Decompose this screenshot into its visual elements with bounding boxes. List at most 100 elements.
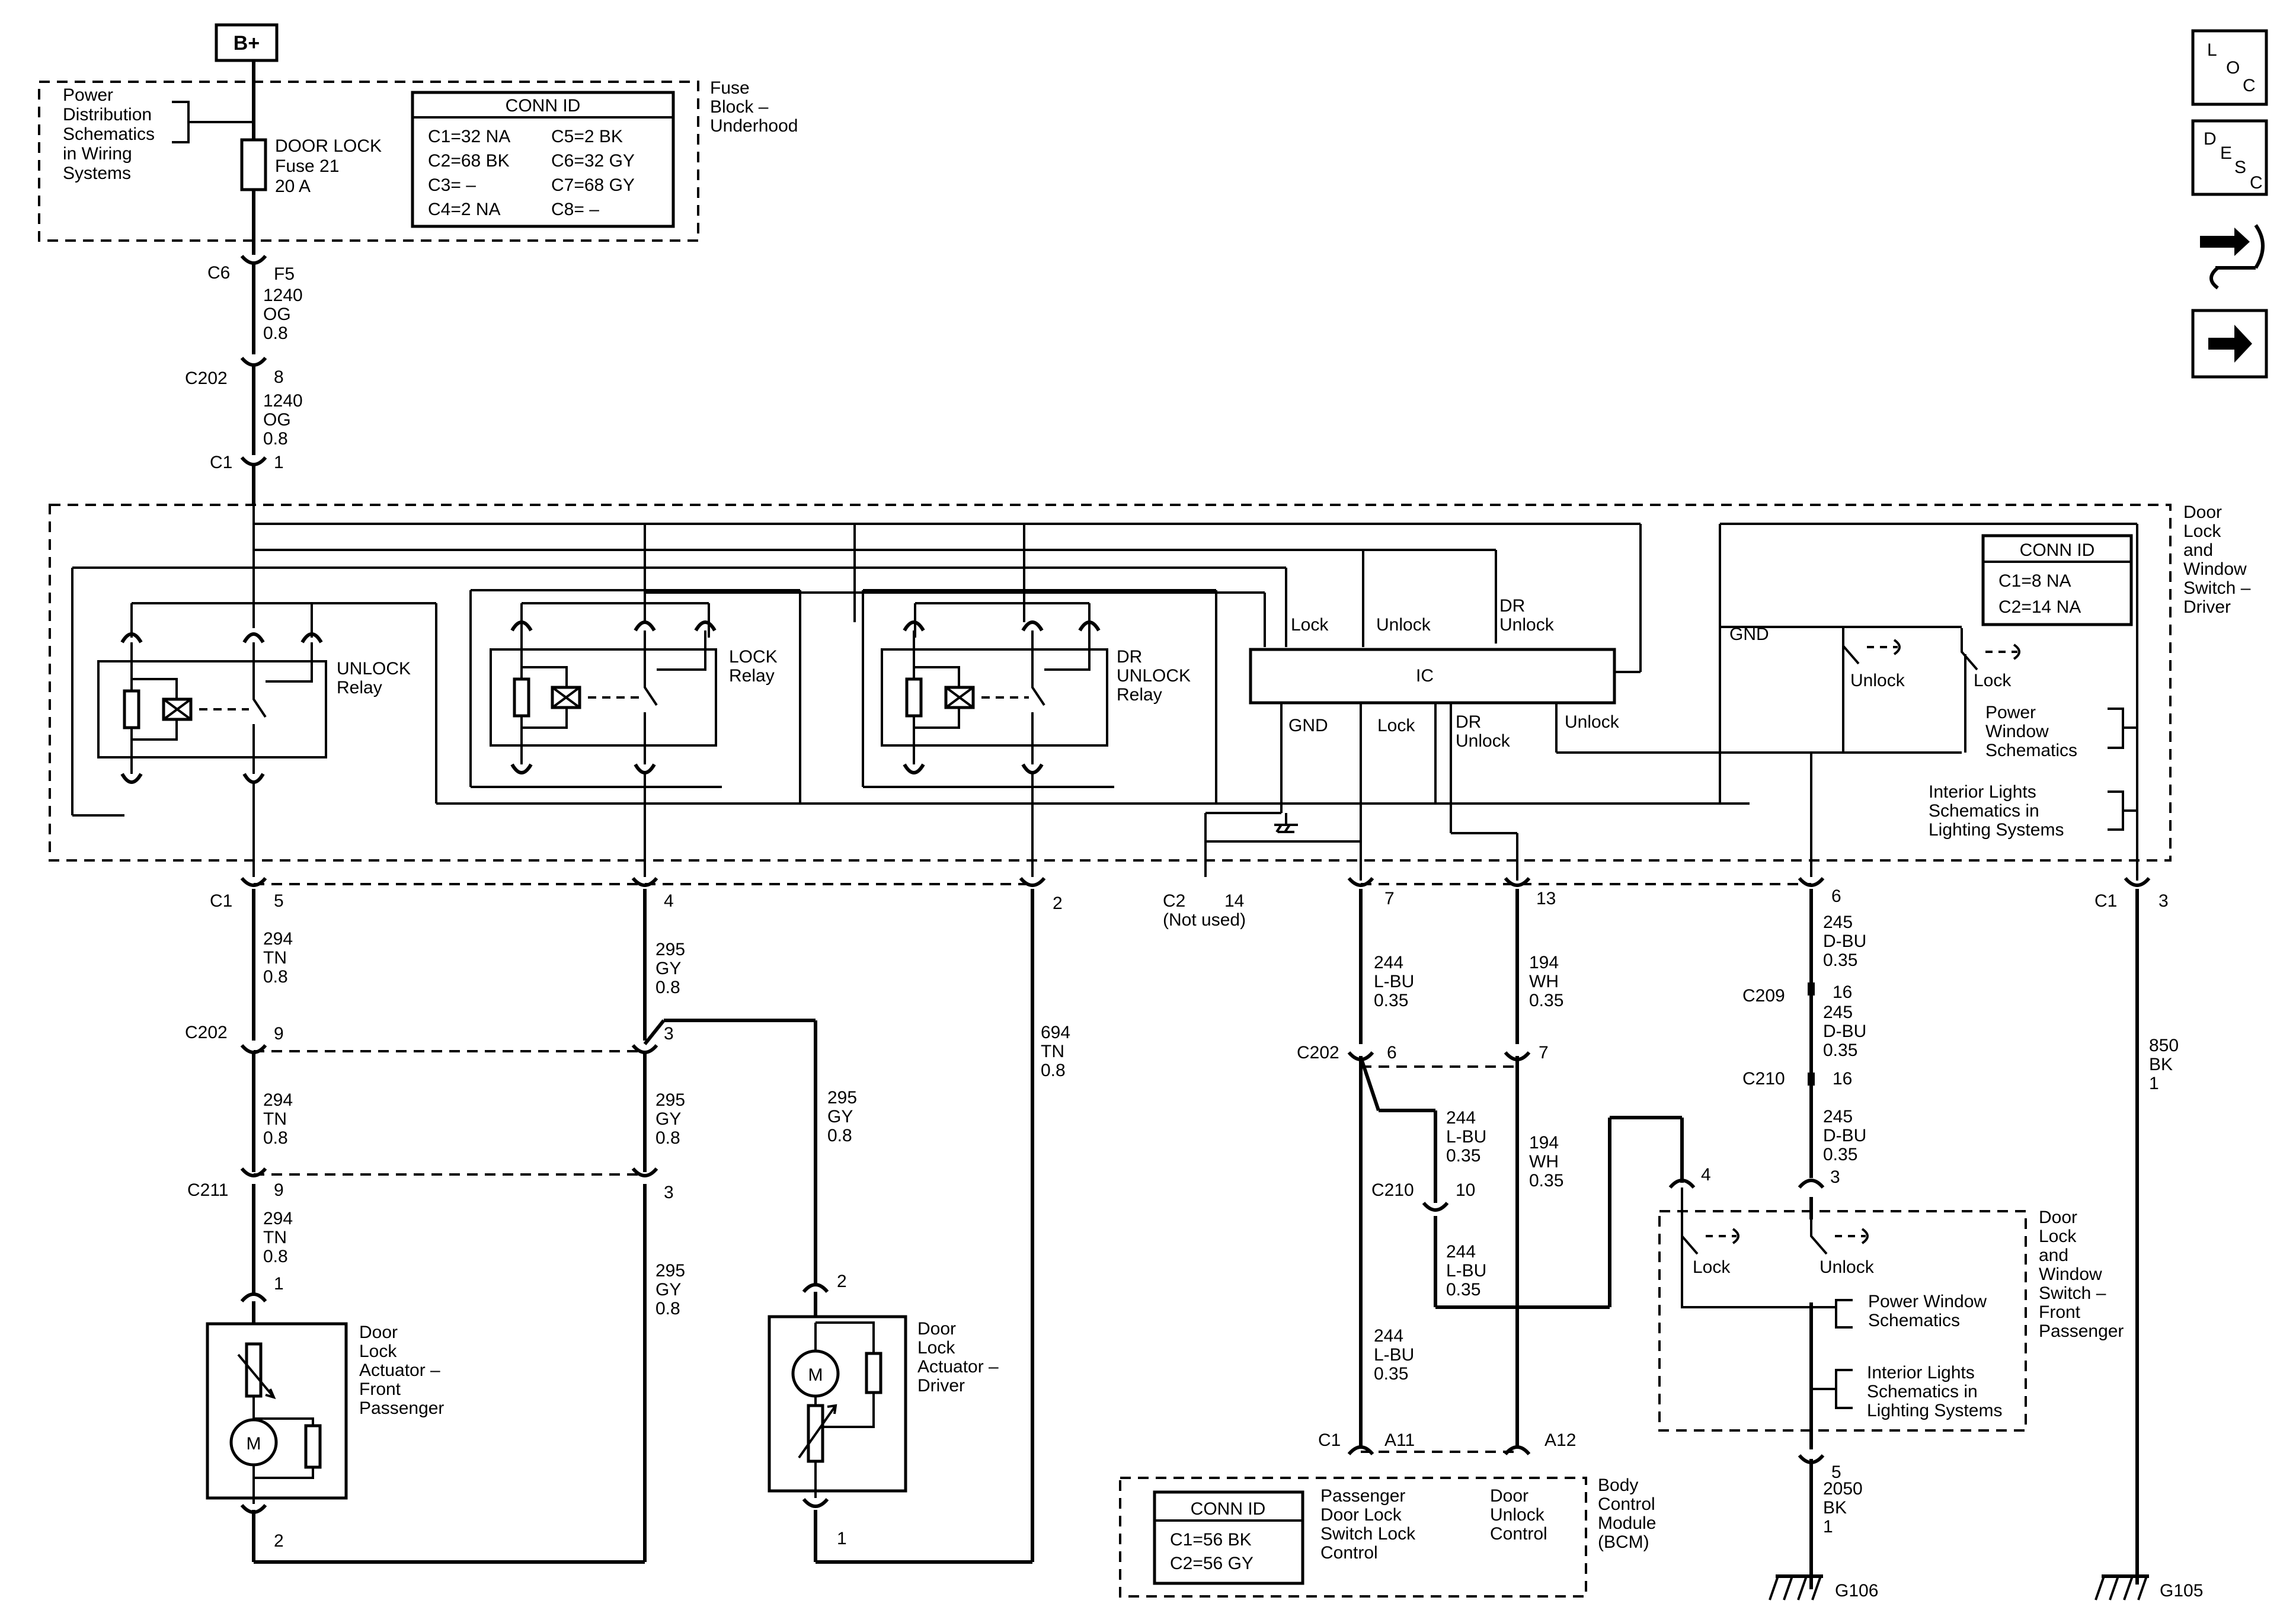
svg-text:3: 3 (1830, 1167, 1840, 1187)
svg-text:0.35: 0.35 (1529, 991, 1563, 1010)
svg-text:GND: GND (1288, 716, 1328, 735)
fuse-block-outline (38, 81, 699, 242)
svg-text:(Not used): (Not used) (1163, 910, 1246, 930)
svg-text:Switch Lock: Switch Lock (1320, 1524, 1416, 1544)
svg-text:Relay: Relay (337, 678, 382, 697)
next-arrow-button[interactable] (2191, 309, 2268, 379)
svg-text:O: O (2226, 58, 2240, 78)
svg-text:295: 295 (655, 1261, 685, 1281)
svg-text:DR: DR (1456, 712, 1481, 732)
svg-text:C2=68 BK: C2=68 BK (428, 151, 510, 171)
dr-unlock-relay-terminals (903, 620, 1101, 774)
svg-text:CONN ID: CONN ID (506, 96, 581, 116)
bcm-door-unlock-control: Door Unlock Control (1490, 1486, 1547, 1544)
bcm-passenger-lock-control: Passenger Door Lock Switch Lock Control (1320, 1486, 1416, 1563)
svg-text:Door Lock: Door Lock (1320, 1505, 1402, 1525)
fuse-conn-id-box (411, 91, 675, 228)
svg-text:Unlock: Unlock (1819, 1257, 1875, 1277)
connector-c210-b (1808, 1073, 1815, 1086)
svg-text:20 A: 20 A (275, 177, 311, 196)
svg-text:C1=56 BK: C1=56 BK (1170, 1530, 1252, 1550)
wire-295-a: 295 GY 0.8 (655, 940, 685, 997)
svg-text:Unlock: Unlock (1850, 671, 1905, 690)
svg-text:TN: TN (1041, 1042, 1064, 1061)
svg-text:C8= –: C8= – (551, 200, 599, 219)
wire-2050: 2050 BK 1 (1823, 1479, 1863, 1537)
fuse-21 (240, 138, 267, 191)
svg-text:Switch –: Switch – (2183, 578, 2251, 598)
svg-text:850: 850 (2149, 1036, 2179, 1055)
desc-button[interactable]: D E S C (2191, 119, 2268, 196)
svg-text:0.35: 0.35 (1823, 1145, 1857, 1164)
wire-295-d: 295 GY 0.8 (655, 1261, 685, 1318)
svg-text:Interior Lights: Interior Lights (1867, 1363, 1975, 1382)
wire-245-a: 245 D-BU 0.35 (1823, 913, 1866, 970)
svg-text:5: 5 (1831, 1462, 1841, 1482)
svg-text:Distribution: Distribution (63, 105, 152, 124)
svg-text:0.8: 0.8 (263, 1128, 288, 1148)
svg-text:4: 4 (664, 891, 674, 911)
harness-icon[interactable] (2200, 224, 2265, 290)
battery-box (215, 23, 279, 62)
ground-pin-5 (1798, 1454, 1825, 1464)
svg-text:0.8: 0.8 (655, 1128, 680, 1148)
svg-text:C6: C6 (207, 263, 230, 283)
svg-text:C: C (2243, 76, 2256, 95)
svg-text:and: and (2039, 1246, 2068, 1265)
svg-text:6: 6 (1831, 886, 1841, 906)
svg-text:Window: Window (2039, 1265, 2102, 1284)
svg-text:L-BU: L-BU (1374, 972, 1414, 991)
svg-text:and: and (2183, 540, 2213, 560)
svg-text:294: 294 (263, 1090, 293, 1110)
wire-1240-b: 1240 OG 0.8 (263, 391, 303, 449)
connectors-c211 (240, 1167, 658, 1177)
battery-label: B+ (234, 32, 260, 55)
svg-text:C1: C1 (2094, 891, 2117, 911)
svg-text:C210: C210 (1742, 1069, 1785, 1089)
svg-text:Lock: Lock (1974, 671, 2012, 690)
svg-text:Actuator –: Actuator – (359, 1361, 440, 1380)
actuator-front-passenger: 1 M 2 Door Lock Actuator – Front Passeng… (206, 1274, 444, 1551)
svg-text:Lock: Lock (917, 1338, 955, 1358)
svg-text:0.35: 0.35 (1446, 1146, 1480, 1166)
wire-694: 694 TN 0.8 (1041, 1023, 1070, 1080)
lock-relay-terminals (510, 620, 717, 774)
svg-text:OG: OG (263, 305, 291, 324)
svg-text:DR: DR (1117, 647, 1142, 667)
svg-text:Door: Door (2039, 1208, 2077, 1227)
svg-text:GY: GY (655, 1280, 681, 1299)
loc-button[interactable]: L O C (2191, 29, 2268, 106)
svg-text:BK: BK (1823, 1498, 1847, 1518)
svg-text:294: 294 (263, 1209, 293, 1228)
fuse-conn-id-rows: C1=32 NA C5=2 BK C2=68 BK C6=32 GY C3= –… (428, 127, 635, 219)
unlock-relay-terminals (120, 632, 323, 784)
bottom-pin-labels: C1 5 4 2 C2 (Not used) 14 7 13 6 C1 3 (210, 886, 2169, 930)
svg-text:C1: C1 (210, 891, 232, 911)
svg-text:D-BU: D-BU (1823, 1022, 1866, 1041)
svg-text:CONN ID: CONN ID (1191, 1499, 1266, 1519)
actuator-driver: 2 M 1 Door Lock Actuator – Driver (768, 1272, 999, 1548)
svg-text:Schematics: Schematics (1868, 1311, 1960, 1330)
wire-194-b: 194 WH 0.35 (1529, 1133, 1563, 1190)
svg-text:GY: GY (655, 959, 681, 978)
driver-switch-contacts: GND Unlock Lock (1719, 524, 2020, 690)
svg-text:L-BU: L-BU (1374, 1345, 1414, 1365)
svg-text:C209: C209 (1742, 986, 1785, 1006)
svg-text:Front: Front (359, 1379, 401, 1399)
svg-text:(BCM): (BCM) (1598, 1532, 1649, 1552)
svg-text:Door: Door (2183, 502, 2222, 522)
svg-text:194: 194 (1529, 953, 1559, 972)
svg-text:Unlock: Unlock (1565, 712, 1620, 732)
svg-text:295: 295 (655, 1090, 685, 1110)
svg-text:D-BU: D-BU (1823, 932, 1866, 951)
connector-c1-top (240, 456, 267, 466)
connector-c202-top (240, 356, 267, 367)
svg-text:C1=8 NA: C1=8 NA (1998, 571, 2071, 591)
svg-text:WH: WH (1529, 1152, 1559, 1172)
svg-text:0.35: 0.35 (1374, 1364, 1408, 1384)
svg-text:Passenger: Passenger (2039, 1321, 2124, 1341)
svg-text:Unlock: Unlock (1490, 1505, 1545, 1525)
svg-text:7: 7 (1384, 889, 1395, 908)
wire-294-a: 294 TN 0.8 (263, 929, 293, 987)
